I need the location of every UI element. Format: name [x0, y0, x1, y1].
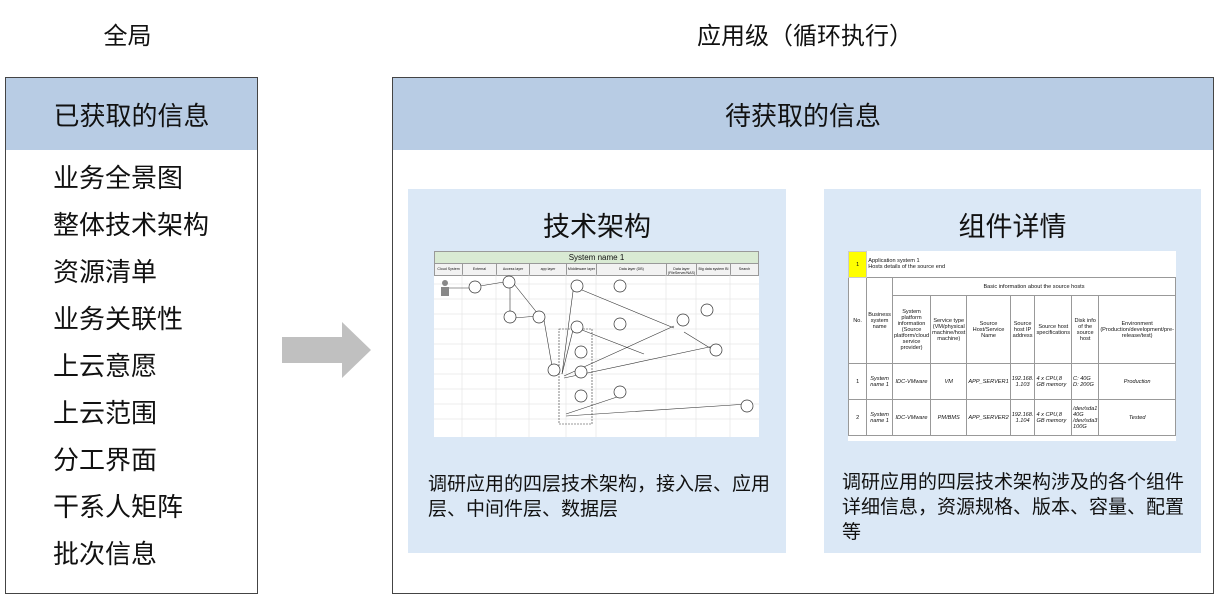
tech-architecture-card: 技术架构 System name 1 Cloud System External…	[408, 189, 786, 553]
arch-diagram-title: System name 1	[434, 251, 759, 264]
arch-column: Cloud System	[435, 264, 463, 276]
table-cell: 192.168. 1.103	[1009, 363, 1036, 400]
table-header: Service type (VM/physical machine/host m…	[930, 295, 968, 364]
table-header: Disk info of the source host	[1071, 295, 1100, 364]
table-cell: /dev/sda1 40G /dev/sda3 100G	[1071, 399, 1100, 436]
arch-column: Big data system BI	[697, 264, 731, 276]
list-item: 业务全景图	[53, 164, 184, 194]
app-level-heading: 应用级（循环执行）	[697, 22, 913, 50]
table-cell: System name 1	[866, 399, 893, 436]
table-cell: Tested	[1098, 399, 1176, 436]
arch-column: Data layer (FileServer/NAS)	[667, 264, 697, 276]
list-item: 上云范围	[53, 399, 158, 429]
architecture-diagram-thumbnail: System name 1 Cloud System External Acce…	[434, 251, 759, 437]
arch-column: Access layer	[497, 264, 530, 276]
table-row: 1 System name 1 IDC-VMware VM APP_SERVER…	[848, 363, 1176, 400]
acquired-info-list: 业务全景图 整体技术架构 资源清单 业务关联性 上云意愿 上云范围 分工界面 干…	[6, 150, 257, 579]
table-header: Source host specifications	[1034, 295, 1073, 364]
table-header: Environment (Production/development/pre-…	[1098, 295, 1176, 364]
table-cell: IDC-VMware	[891, 363, 932, 400]
arch-column: Search	[731, 264, 759, 276]
list-item: 批次信息	[53, 540, 158, 570]
table-cell: APP_SERVER2	[966, 399, 1011, 436]
right-arrow-icon	[282, 322, 371, 378]
table-cell: C: 40G D: 200G	[1071, 363, 1100, 400]
app-line: Hosts details of the source end	[868, 264, 946, 271]
acquired-info-panel: 已获取的信息 业务全景图 整体技术架构 资源清单 业务关联性 上云意愿 上云范围…	[5, 77, 258, 594]
list-item: 上云意愿	[53, 352, 158, 382]
table-cell: System name 1	[866, 363, 893, 400]
index-cell: 1	[848, 251, 868, 278]
component-table-thumbnail: 1 Application system 1 Hosts details of …	[848, 251, 1176, 441]
card-description: 调研应用的四层技术架构，接入层、应用层、中间件层、数据层	[428, 473, 771, 520]
table-row: 2 System name 1 IDC-VMware PM/BMS APP_SE…	[848, 399, 1176, 436]
card-title: 组件详情	[958, 212, 1067, 243]
table-header: System platform information (Source plat…	[891, 295, 932, 364]
architecture-graph	[434, 274, 759, 437]
host-details-table: 1 Application system 1 Hosts details of …	[848, 251, 1176, 436]
table-cell: 2	[848, 399, 868, 436]
component-details-card: 组件详情 1 Application system 1 Hosts detail…	[824, 189, 1201, 553]
table-cell: Production	[1098, 363, 1176, 400]
table-header: Business system name	[866, 277, 893, 364]
table-cell: VM	[930, 363, 968, 400]
acquired-info-title: 已获取的信息	[6, 78, 257, 150]
arch-column: Middleware layer	[567, 264, 597, 276]
pending-info-title: 待获取的信息	[393, 78, 1213, 150]
table-header: Source host IP address	[1009, 295, 1036, 364]
list-item: 资源清单	[53, 258, 158, 288]
card-title: 技术架构	[543, 212, 651, 243]
global-heading: 全局	[103, 22, 152, 50]
table-header: No.	[848, 277, 868, 364]
table-cell: 192.168. 1.104	[1009, 399, 1036, 436]
list-item: 分工界面	[53, 446, 158, 476]
arch-column: External	[463, 264, 497, 276]
table-header: Source Host/Service Name	[966, 295, 1011, 364]
list-item: 业务关联性	[53, 305, 184, 335]
arch-column: Data layer (DB)	[597, 264, 667, 276]
table-cell: 4 x CPU,8 GB memory	[1034, 363, 1073, 400]
list-item: 整体技术架构	[53, 211, 210, 241]
table-cell: 1	[848, 363, 868, 400]
table-cell: PM/BMS	[930, 399, 968, 436]
app-line: Application system 1	[868, 258, 920, 265]
app-info-cell: Application system 1 Hosts details of th…	[867, 252, 967, 278]
table-cell: IDC-VMware	[891, 399, 932, 436]
arch-column: app layer	[530, 264, 567, 276]
table-cell: APP_SERVER1	[966, 363, 1011, 400]
group-header: Basic information about the source hosts	[891, 277, 1176, 296]
table-cell: 4 x CPU,8 GB memory	[1034, 399, 1073, 436]
card-description: 调研应用的四层技术架构涉及的各个组件详细信息，资源规格、版本、容量、配置等	[842, 471, 1185, 543]
arch-column-headers: Cloud System External Access layer app l…	[434, 264, 759, 276]
list-item: 干系人矩阵	[53, 493, 184, 523]
